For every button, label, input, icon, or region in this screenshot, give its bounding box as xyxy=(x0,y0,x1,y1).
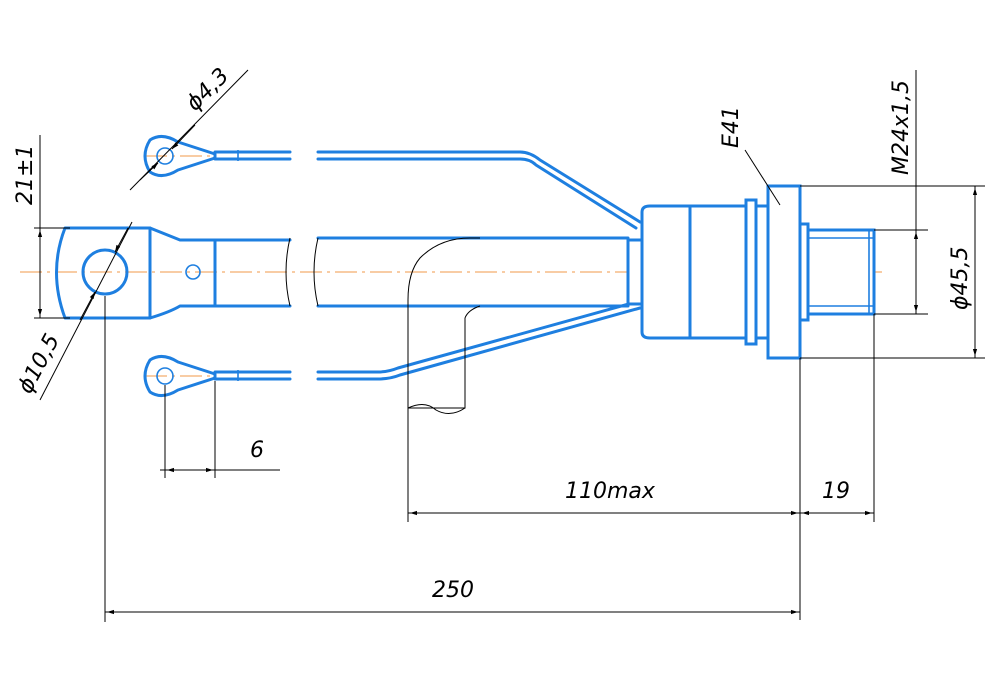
dim-cable-length xyxy=(407,358,801,620)
gate-lug-bottom xyxy=(143,300,642,397)
dim-lug-offset xyxy=(160,381,280,478)
dim-body-diameter xyxy=(800,185,985,359)
dim-total-length-text: 250 xyxy=(432,578,474,603)
dim-thread-length-text: 19 xyxy=(822,479,850,504)
dim-lug-offset-text: 6 xyxy=(250,438,264,463)
cable-break-wave xyxy=(407,404,466,414)
cable-break-outline xyxy=(407,237,481,409)
dim-total-length xyxy=(104,296,800,622)
dim-thread xyxy=(874,70,928,315)
dim-thread-length xyxy=(800,314,875,522)
dim-cable-length-text: 110max xyxy=(565,479,656,504)
dim-hole-small-text: ϕ4,3 xyxy=(182,64,235,117)
dim-lug-height-text: 21±1 xyxy=(13,145,38,205)
dim-lug-height xyxy=(34,135,70,319)
thyristor-body xyxy=(626,184,876,360)
dim-body-diameter-text: ϕ45,5 xyxy=(948,247,973,311)
main-ring-lug xyxy=(55,226,292,320)
dim-hole-small xyxy=(129,69,249,191)
part-code-leader xyxy=(744,149,781,206)
gate-lug-top xyxy=(143,135,642,230)
dim-hole-large xyxy=(39,221,133,401)
dim-hole-large-text: ϕ10,5 xyxy=(13,330,65,398)
part-code-text: E41 xyxy=(719,106,744,148)
dim-thread-text: M24x1,5 xyxy=(889,80,914,175)
